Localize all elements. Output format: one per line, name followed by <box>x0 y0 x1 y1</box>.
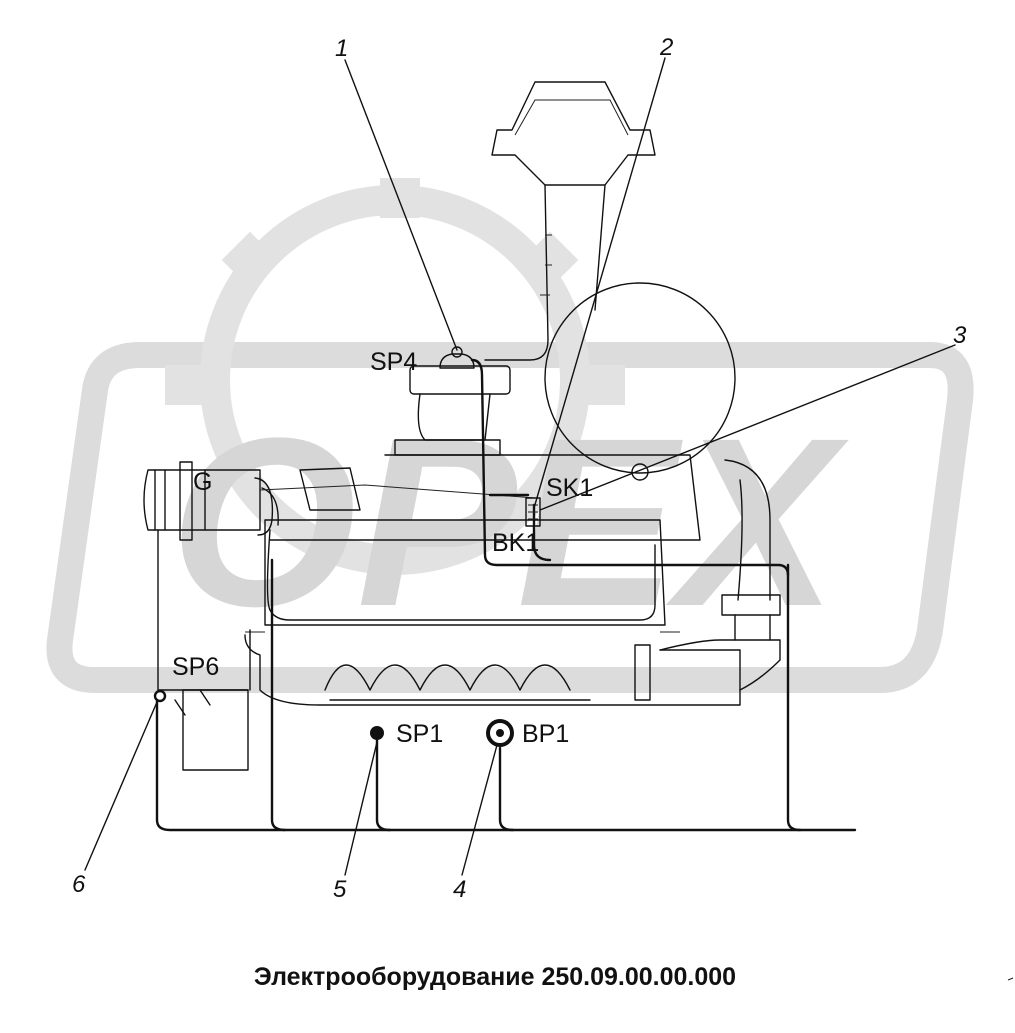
label-bp1: BP1 <box>522 720 569 748</box>
label-g: G <box>193 468 212 496</box>
label-sp1: SP1 <box>396 720 443 748</box>
label-sp6: SP6 <box>172 653 219 681</box>
diagram-title: Электрооборудование 250.09.00.00.000 <box>254 963 736 991</box>
engine-drawing <box>143 81 781 771</box>
label-sk1: SK1 <box>546 474 593 502</box>
callout-leaders <box>84 57 1014 981</box>
callout-2: 2 <box>659 34 673 61</box>
watermark-logo: OPEX <box>46 178 974 693</box>
wiring-harness <box>153 346 857 832</box>
callout-4: 4 <box>453 876 466 903</box>
label-bk1: BK1 <box>492 529 539 557</box>
callout-1: 1 <box>335 35 348 62</box>
label-sp4: SP4 <box>370 348 417 376</box>
callout-5: 5 <box>333 876 347 903</box>
watermark-text: OPEX <box>170 388 850 656</box>
callout-3: 3 <box>953 322 967 349</box>
callout-6: 6 <box>72 871 86 898</box>
